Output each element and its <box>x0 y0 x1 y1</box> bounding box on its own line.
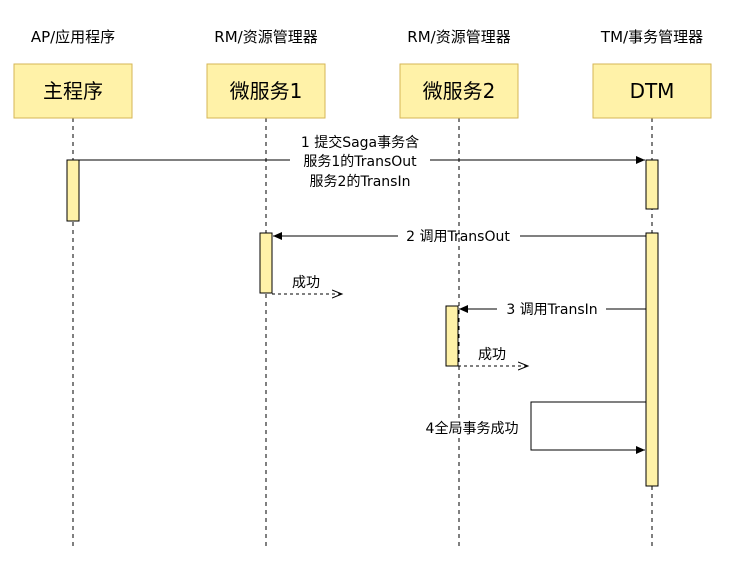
activation-tm-2 <box>645 232 659 487</box>
message-1: 1 提交Saga事务含 服务1的TransOut 服务2的TransIn <box>79 134 645 190</box>
participant-role-rm2: RM/资源管理器 <box>407 28 510 46</box>
message-3-label: 3 调用TransIn <box>506 302 597 318</box>
participant-box-rm1: 微服务1 <box>206 63 326 119</box>
message-2: 2 调用TransOut <box>273 229 646 245</box>
message-3-reply: 成功 <box>458 347 528 366</box>
message-1-line-1: 1 提交Saga事务含 <box>301 134 419 151</box>
message-2-reply: 成功 <box>272 275 342 294</box>
message-3-reply-label: 成功 <box>478 347 506 363</box>
activation-app <box>66 159 80 222</box>
participant-role-tm: TM/事务管理器 <box>600 28 703 46</box>
participant-name-tm: DTM <box>630 79 675 103</box>
message-1-line-2: 服务1的TransOut <box>303 154 417 170</box>
message-3: 3 调用TransIn <box>459 302 646 318</box>
participant-role-app: AP/应用程序 <box>31 28 115 46</box>
message-2-reply-label: 成功 <box>292 275 320 291</box>
participant-role-rm1: RM/资源管理器 <box>214 28 317 46</box>
participant-box-tm: DTM <box>592 63 712 119</box>
message-4: 4全局事务成功 <box>412 401 646 454</box>
activation-rm2 <box>445 305 459 367</box>
participant-name-app: 主程序 <box>43 79 103 103</box>
activation-rm1 <box>259 232 273 294</box>
message-4-label: 4全局事务成功 <box>426 420 519 437</box>
activation-tm-1 <box>645 159 659 210</box>
message-1-line-3: 服务2的TransIn <box>310 174 411 190</box>
participant-box-rm2: 微服务2 <box>399 63 519 119</box>
participant-name-rm2: 微服务2 <box>423 79 496 103</box>
participant-box-app: 主程序 <box>13 63 133 119</box>
message-2-label: 2 调用TransOut <box>406 229 510 245</box>
participant-name-rm1: 微服务1 <box>230 79 303 103</box>
